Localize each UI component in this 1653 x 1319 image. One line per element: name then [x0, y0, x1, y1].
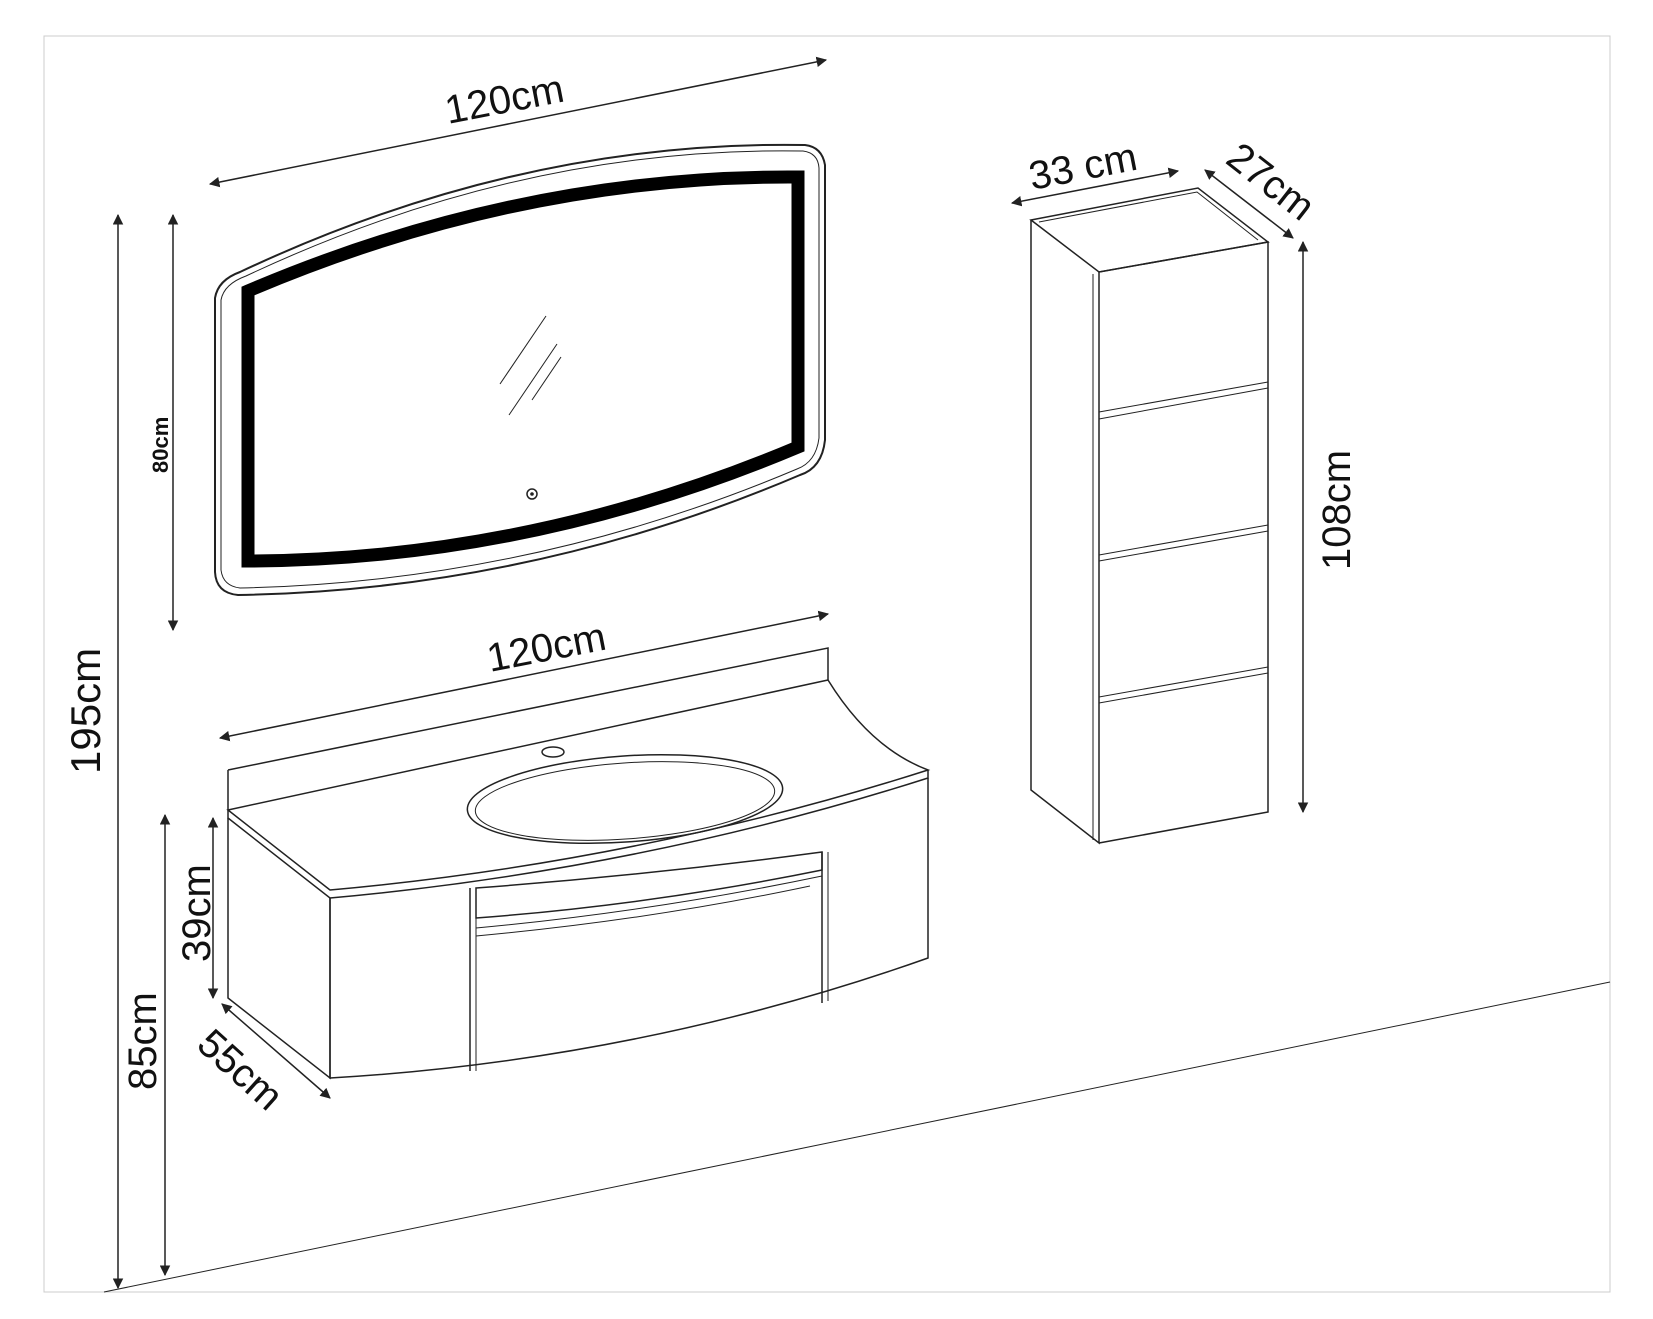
frame-border — [43, 35, 1611, 1293]
mirror-outer-frame-inner — [220, 150, 820, 589]
tall-unit-shelf — [1098, 666, 1269, 704]
vanity-unit — [226, 647, 931, 1080]
top-drawer — [475, 851, 823, 919]
tall-unit-front — [1098, 241, 1269, 844]
drawer-handle — [475, 875, 823, 937]
tall-unit-shelf — [1098, 381, 1269, 420]
mirror-reflection-line — [508, 343, 558, 416]
vanity-width-arrow — [218, 610, 830, 742]
touch-switch-dot — [530, 492, 534, 496]
tap-hole — [541, 746, 565, 758]
tall-unit-top-inner — [1038, 191, 1259, 241]
mirror-height-label: 80cm — [148, 417, 173, 473]
mirror-reflection-line — [499, 315, 547, 385]
vanity-countertop-edge — [227, 770, 929, 899]
basin-inner — [474, 761, 776, 841]
tall-unit-width-arrow — [1010, 167, 1180, 207]
tall-unit-width-label: 33 cm — [1025, 135, 1140, 199]
mirror — [214, 143, 826, 597]
floor-line — [103, 981, 1611, 1293]
basin-outer — [466, 753, 784, 845]
tall-unit-height-label: 108cm — [1315, 450, 1359, 570]
vanity-cabinet-front — [329, 778, 929, 1079]
cabinet-height-label: 39cm — [175, 864, 219, 962]
tall-unit-shelf — [1098, 524, 1269, 562]
total-height-label: 195cm — [62, 648, 109, 774]
tall-unit-side — [1030, 220, 1100, 845]
mirror-width-arrow — [208, 56, 828, 188]
mirror-reflection-line — [531, 356, 562, 401]
touch-switch-icon — [526, 488, 538, 500]
vanity-height-label: 85cm — [121, 992, 165, 1090]
mirror-width-label: 120cm — [441, 67, 567, 133]
vanity-cabinet-side — [227, 818, 331, 1080]
tall-unit-depth-arrow — [1204, 169, 1294, 239]
vanity-countertop — [226, 679, 931, 891]
mirror-led-strip — [241, 170, 805, 568]
cabinet-depth-arrow — [221, 1003, 331, 1099]
tall-unit — [1029, 187, 1270, 845]
